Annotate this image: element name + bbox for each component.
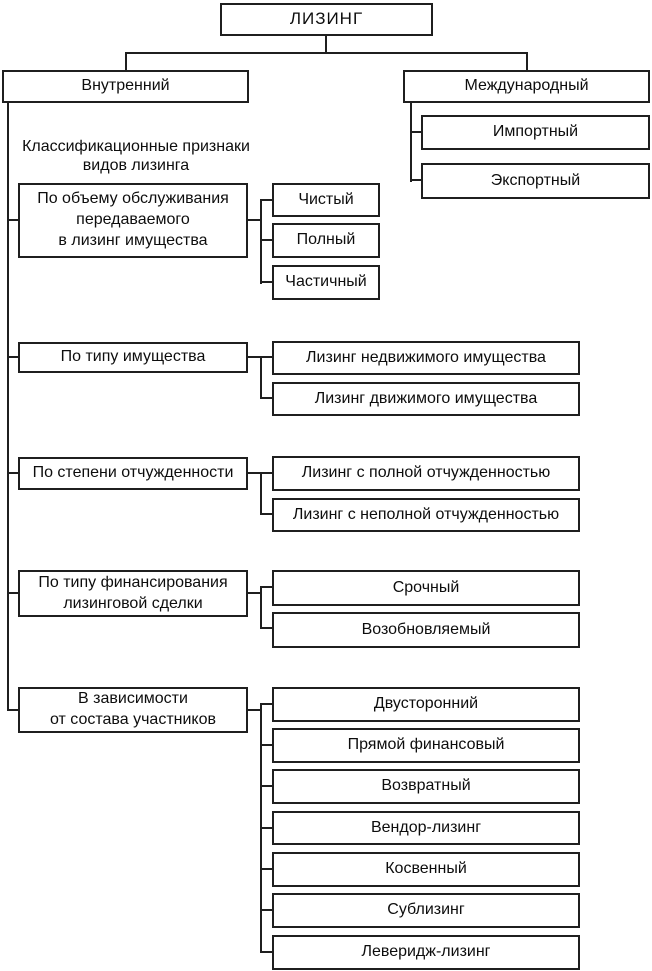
node-partial-leasing: Частичный — [272, 265, 380, 300]
connector-root-drop — [325, 35, 327, 52]
connector-export-branch — [410, 179, 421, 181]
node-direct-financial-leasing: Прямой финансовый — [272, 728, 580, 763]
node-indirect-leasing: Косвенный — [272, 852, 580, 887]
connector-g3-branch-1 — [260, 472, 272, 474]
connector-g3-spine — [260, 472, 262, 515]
connector-left-branch-3 — [7, 472, 18, 474]
node-leveraged-leasing: Леверидж-лизинг — [272, 935, 580, 970]
node-bilateral-leasing: Двусторонний — [272, 687, 580, 722]
connector-g2-branch-2 — [260, 397, 272, 399]
group-alienation-degree: По степени отчужденности — [18, 457, 248, 490]
connector-g4-branch-2 — [260, 627, 272, 629]
connector-g1-spine — [260, 199, 262, 284]
connector-g5-branch-4 — [260, 827, 272, 829]
connector-international-spine — [410, 103, 412, 182]
connector-g5-branch-3 — [260, 785, 272, 787]
section-label: Классификационные признаки видов лизинга — [22, 138, 250, 174]
connector-import-branch — [410, 131, 421, 133]
connector-left-branch-2 — [7, 356, 18, 358]
connector-g5-branch-1 — [260, 703, 272, 705]
connector-g4-spine — [260, 586, 262, 629]
node-term-leasing: Срочный — [272, 570, 580, 606]
connector-domestic-drop — [125, 52, 127, 70]
connector-g4-branch-1 — [260, 586, 272, 588]
connector-g4-stub — [248, 592, 260, 594]
node-full-leasing: Полный — [272, 223, 380, 258]
connector-g5-stub — [248, 709, 260, 711]
connector-g3-branch-2 — [260, 513, 272, 515]
connector-g5-branch-7 — [260, 951, 272, 953]
connector-g3-stub — [248, 472, 260, 474]
connector-left-branch-4 — [7, 592, 18, 594]
node-international: Международный — [403, 70, 650, 103]
node-movable-property-leasing: Лизинг движимого имущества — [272, 382, 580, 416]
connector-g5-branch-6 — [260, 909, 272, 911]
connector-g2-branch-1 — [260, 356, 272, 358]
node-net-leasing: Чистый — [272, 183, 380, 217]
connector-g1-stub — [248, 219, 260, 221]
connector-g1-branch-2 — [260, 239, 272, 241]
node-real-estate-leasing: Лизинг недвижимого имущества — [272, 341, 580, 375]
connector-left-branch-5 — [7, 709, 18, 711]
group-participants: В зависимости от состава участников — [18, 687, 248, 733]
node-subleasing: Сублизинг — [272, 893, 580, 928]
root-node-leasing: ЛИЗИНГ — [220, 3, 433, 36]
node-import: Импортный — [421, 115, 650, 150]
connector-left-branch-1 — [7, 219, 18, 221]
group-property-type: По типу имущества — [18, 342, 248, 373]
connector-top-horizontal — [125, 52, 528, 54]
group-service-volume: По объему обслуживания передаваемого в л… — [18, 183, 248, 258]
node-partial-alienation-leasing: Лизинг с неполной отчужденностью — [272, 498, 580, 532]
node-domestic: Внутренний — [2, 70, 249, 103]
node-vendor-leasing: Вендор-лизинг — [272, 811, 580, 845]
node-leaseback: Возвратный — [272, 769, 580, 804]
group-financing-type: По типу финансирования лизинговой сделки — [18, 570, 248, 617]
connector-g5-branch-5 — [260, 868, 272, 870]
connector-g5-branch-2 — [260, 744, 272, 746]
connector-g1-branch-3 — [260, 281, 272, 283]
node-export: Экспортный — [421, 163, 650, 199]
connector-g2-stub — [248, 356, 260, 358]
node-full-alienation-leasing: Лизинг с полной отчужденностью — [272, 456, 580, 491]
connector-left-spine — [7, 103, 9, 711]
connector-g2-spine — [260, 356, 262, 399]
connector-g1-branch-1 — [260, 199, 272, 201]
node-renewable-leasing: Возобновляемый — [272, 612, 580, 648]
connector-international-drop — [526, 52, 528, 70]
